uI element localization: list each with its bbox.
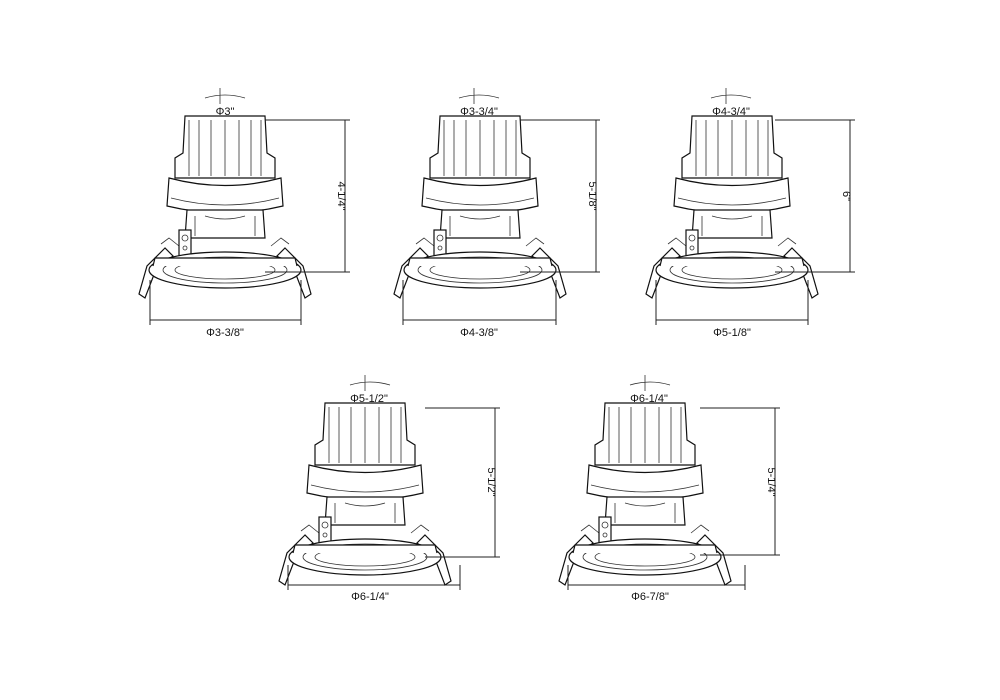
- top-diameter-marker: [204, 88, 246, 104]
- fixture-1: Φ3" 4-1/4" Φ3-3/8": [138, 88, 350, 339]
- height-label: 5-1/2": [485, 468, 497, 497]
- width-label: Φ6-7/8": [631, 591, 669, 603]
- fixture-2: Φ3-3/4" 5-1/8" Φ4-3/8": [393, 88, 600, 339]
- top-diameter-marker: [349, 375, 391, 391]
- top-diameter-label: Φ6-1/4": [630, 393, 668, 405]
- top-diameter-marker: [710, 88, 752, 104]
- top-diameter-label: Φ3-3/4": [460, 106, 498, 118]
- height-label: 5-1/8": [586, 182, 598, 211]
- height-label: 6": [840, 191, 852, 201]
- width-label: Φ6-1/4": [351, 591, 389, 603]
- top-diameter-marker: [629, 375, 671, 391]
- fixture-5: Φ6-1/4" 5-1/4" Φ6-7/8": [558, 375, 780, 603]
- top-diameter-label: Φ4-3/4": [712, 106, 750, 118]
- top-diameter-marker: [458, 88, 500, 104]
- fixture-3: Φ4-3/4" 6" Φ5-1/8": [645, 88, 855, 339]
- fixture-4: Φ5-1/2" 5-1/2" Φ6-1/4": [278, 375, 500, 603]
- height-label: 4-1/4": [335, 182, 347, 211]
- top-diameter-label: Φ5-1/2": [350, 393, 388, 405]
- width-label: Φ4-3/8": [460, 327, 498, 339]
- width-label: Φ3-3/8": [206, 327, 244, 339]
- width-label: Φ5-1/8": [713, 327, 751, 339]
- height-label: 5-1/4": [765, 468, 777, 497]
- top-diameter-label: Φ3": [216, 106, 235, 118]
